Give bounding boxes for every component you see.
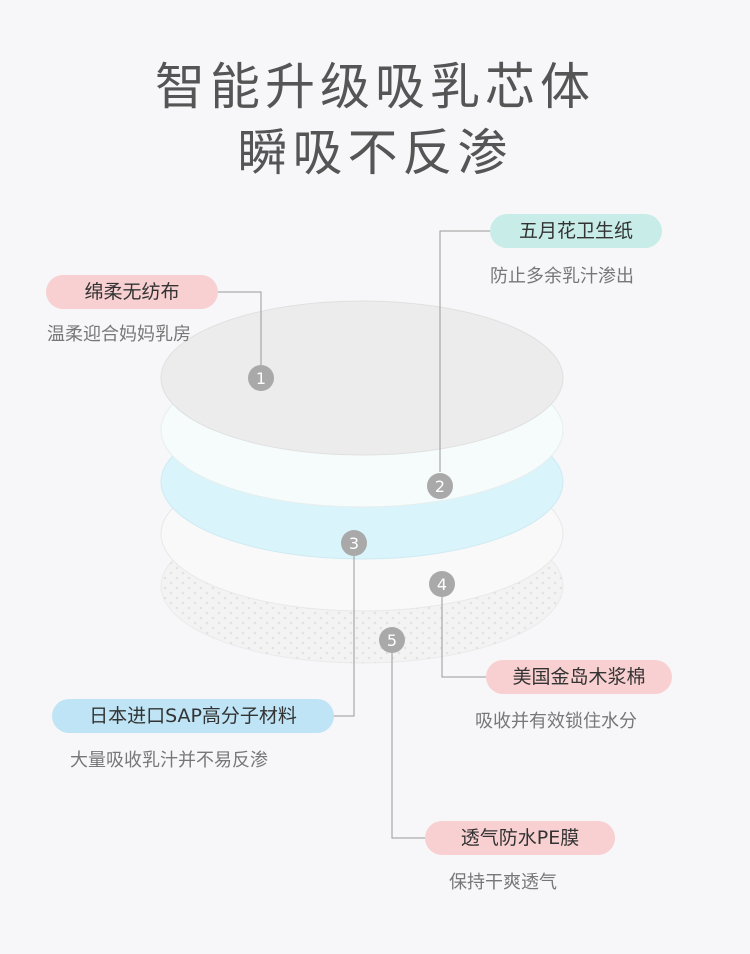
- connector-line-4: [441, 597, 486, 678]
- layer-nonwoven: [160, 300, 564, 456]
- badge-2: 2: [427, 473, 453, 499]
- layer-5-label: 透气防水PE膜: [425, 821, 615, 855]
- layer-1-label: 绵柔无纺布: [46, 275, 218, 309]
- headline-line-2: 瞬吸不反渗: [237, 124, 513, 182]
- connector-line-5: [391, 653, 425, 839]
- badge-4: 4: [429, 571, 455, 597]
- badge-number: 2: [435, 477, 445, 496]
- layer-2-label: 五月花卫生纸: [490, 214, 662, 248]
- connector-line-1: [216, 291, 262, 365]
- layer-1-description: 温柔迎合妈妈乳房: [47, 324, 191, 345]
- layer-3-description: 大量吸收乳汁并不易反渗: [70, 750, 268, 771]
- layer-4-label: 美国金岛木浆棉: [486, 660, 672, 694]
- badge-number: 4: [437, 575, 447, 594]
- layer-4-description: 吸收并有效锁住水分: [475, 711, 637, 732]
- badge-5: 5: [379, 627, 405, 653]
- badge-number: 5: [387, 631, 397, 650]
- badge-number: 3: [349, 534, 359, 553]
- connector-line-2: [439, 230, 490, 472]
- badge-1: 1: [248, 365, 274, 391]
- layer-3-label: 日本进口SAP高分子材料: [52, 699, 334, 733]
- layer-2-description: 防止多余乳汁渗出: [490, 266, 634, 287]
- connector-line-3: [332, 556, 355, 717]
- badge-number: 1: [256, 369, 266, 388]
- headline-line-1: 智能升级吸乳芯体: [155, 58, 595, 116]
- layer-5-description: 保持干爽透气: [449, 872, 557, 893]
- badge-3: 3: [341, 530, 367, 556]
